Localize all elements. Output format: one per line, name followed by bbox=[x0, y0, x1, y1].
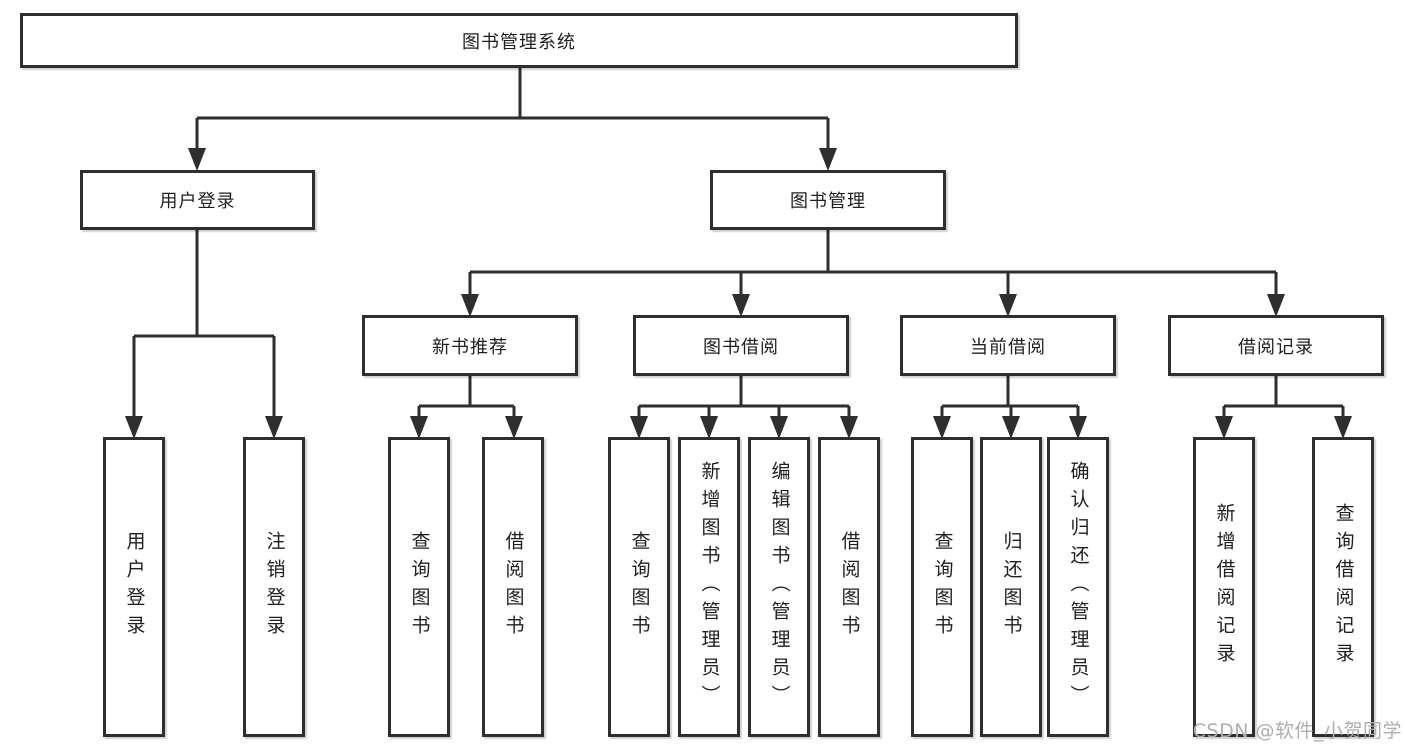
node-user-login: 用户登录 bbox=[80, 170, 315, 230]
node-book-management-system: 图书管理系统 bbox=[20, 13, 1018, 68]
node-return-books: 归还图书 bbox=[980, 437, 1042, 737]
watermark: CSDN @软件_小贺同学 bbox=[1192, 720, 1402, 742]
node-query-borrow-record: 查询借阅记录 bbox=[1312, 437, 1374, 737]
node-borrow-books-recommend: 借阅图书 bbox=[482, 437, 544, 737]
node-logout: 注销登录 bbox=[243, 437, 305, 737]
node-query-books-recommend: 查询图书 bbox=[388, 437, 450, 737]
node-borrow-records: 借阅记录 bbox=[1168, 315, 1384, 376]
node-book-management: 图书管理 bbox=[710, 170, 946, 230]
node-add-books-admin: 新增图书（管理员） bbox=[678, 437, 740, 737]
node-book-borrow: 图书借阅 bbox=[633, 315, 849, 376]
node-query-books-borrow: 查询图书 bbox=[608, 437, 670, 737]
node-edit-books-admin: 编辑图书（管理员） bbox=[748, 437, 810, 737]
node-user-login-leaf: 用户登录 bbox=[103, 437, 165, 737]
node-confirm-return-admin: 确认归还（管理员） bbox=[1047, 437, 1109, 737]
node-borrow-books-leaf: 借阅图书 bbox=[818, 437, 880, 737]
node-new-book-recommend: 新书推荐 bbox=[362, 315, 578, 376]
connector-arrowheads bbox=[125, 148, 1352, 439]
node-query-books-current: 查询图书 bbox=[911, 437, 973, 737]
node-current-borrow: 当前借阅 bbox=[900, 315, 1116, 376]
node-add-borrow-record: 新增借阅记录 bbox=[1193, 437, 1255, 737]
